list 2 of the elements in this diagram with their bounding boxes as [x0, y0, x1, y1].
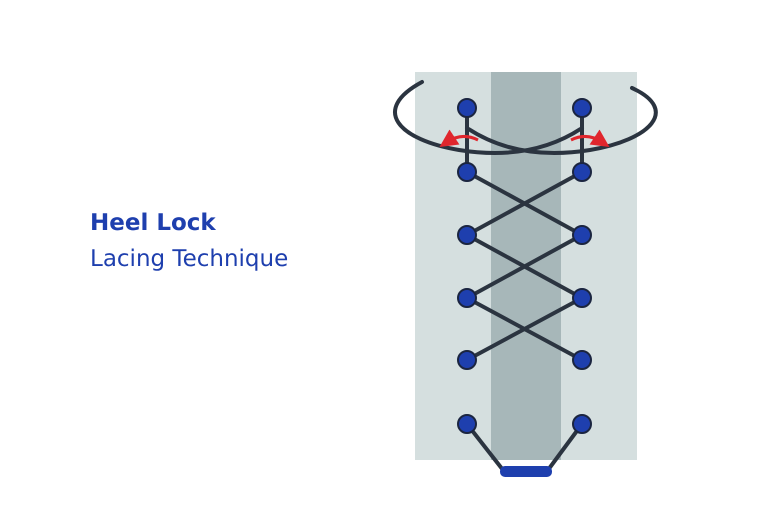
- title: Heel Lock: [90, 210, 216, 236]
- subtitle: Lacing Technique: [90, 246, 288, 272]
